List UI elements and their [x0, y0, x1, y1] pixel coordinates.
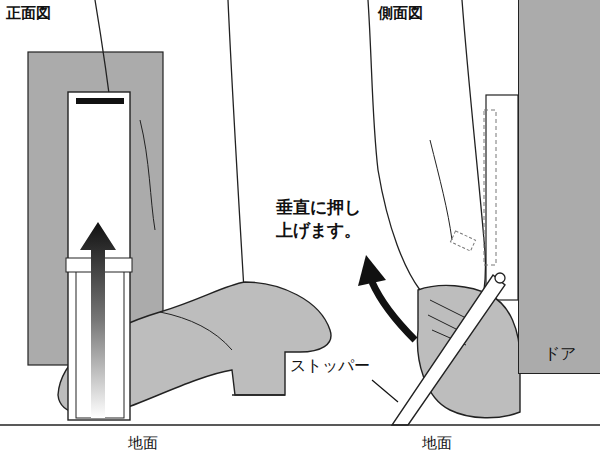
view-title: 側面図 — [378, 4, 423, 22]
ground-label: 地面 — [128, 434, 158, 452]
stopper-side — [392, 275, 505, 425]
shoe-side — [417, 285, 520, 417]
ground-label: 地面 — [422, 434, 452, 452]
leader-line — [372, 380, 398, 402]
up-arrow — [80, 222, 116, 418]
ground-line — [0, 424, 600, 426]
door-label: ドア — [544, 344, 576, 365]
door: ドア — [518, 0, 600, 374]
stopper-front — [68, 92, 130, 420]
rotate-arrow — [372, 282, 415, 340]
view-title: 正面図 — [6, 4, 51, 22]
hinge — [495, 273, 505, 283]
part-name: ストッパー — [290, 356, 370, 375]
instruction-note: 垂直に押し 上げます。 — [276, 196, 376, 242]
